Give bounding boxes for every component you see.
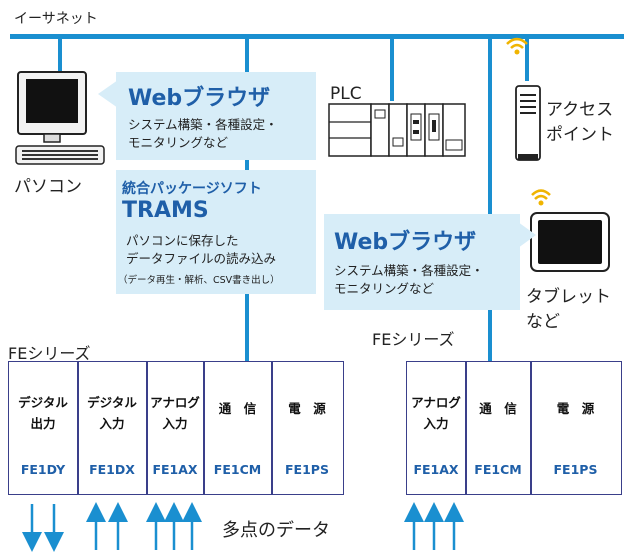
module-name: デジタル 入力 bbox=[87, 395, 137, 431]
drop-plc bbox=[390, 39, 394, 101]
module-divider bbox=[146, 362, 148, 494]
fe-series-left: デジタル 出力 FE1DY デジタル 入力 FE1DX アナログ 入力 FE1A… bbox=[8, 361, 344, 495]
module-code: FE1CM bbox=[213, 462, 262, 477]
access-point-label-1: アクセス bbox=[546, 100, 614, 120]
browser-line-1-tablet: システム構築・各種設定・ bbox=[334, 263, 484, 278]
trams-title: TRAMS bbox=[122, 198, 209, 223]
wifi-icon-access-point bbox=[506, 37, 528, 55]
module-name: 電 源 bbox=[288, 401, 326, 416]
drop-pc bbox=[58, 39, 62, 75]
drop-right-series bbox=[488, 39, 492, 361]
module-fe1ax: アナログ 入力 FE1AX bbox=[407, 362, 465, 494]
module-code: FE1AX bbox=[152, 462, 198, 477]
pc-icon bbox=[15, 71, 105, 165]
multipoint-data-label: 多点のデータ bbox=[222, 520, 330, 541]
browser-line-2-tablet: モニタリングなど bbox=[334, 281, 435, 296]
module-divider bbox=[77, 362, 79, 494]
trams-note: （データ再生・解析、CSV書き出し） bbox=[118, 275, 280, 286]
browser-callout-pc bbox=[116, 72, 316, 160]
module-fe1ps: 電 源 FE1PS bbox=[531, 362, 620, 494]
module-divider bbox=[530, 362, 532, 494]
module-divider bbox=[465, 362, 467, 494]
trams-callout bbox=[116, 170, 316, 294]
module-code: FE1DX bbox=[89, 462, 135, 477]
series-label-right: FEシリーズ bbox=[372, 330, 455, 349]
module-fe1dx: デジタル 入力 FE1DX bbox=[78, 362, 146, 494]
module-code: FE1AX bbox=[413, 462, 459, 477]
wifi-icon-tablet bbox=[531, 189, 551, 206]
browser-line-2-pc: モニタリングなど bbox=[128, 135, 229, 150]
tablet-label-1: タブレット bbox=[526, 287, 611, 307]
trams-subtitle: 統合パッケージソフト bbox=[122, 181, 262, 197]
pc-label: パソコン bbox=[14, 177, 82, 197]
access-point-icon bbox=[515, 85, 541, 161]
module-name: アナログ 入力 bbox=[150, 395, 200, 431]
module-code: FE1CM bbox=[474, 462, 522, 477]
browser-title-pc: Webブラウザ bbox=[128, 86, 271, 111]
module-divider bbox=[271, 362, 273, 494]
data-arrows bbox=[22, 502, 464, 552]
module-name: デジタル 出力 bbox=[18, 395, 68, 431]
trams-line-2: データファイルの読み込み bbox=[126, 251, 277, 266]
module-name: 電 源 bbox=[556, 401, 595, 416]
module-name: アナログ 入力 bbox=[411, 395, 461, 431]
callout-pointer bbox=[98, 80, 118, 108]
module-fe1dy: デジタル 出力 FE1DY bbox=[9, 362, 77, 494]
module-name: 通 信 bbox=[479, 401, 517, 416]
browser-line-1-pc: システム構築・各種設定・ bbox=[128, 117, 278, 132]
browser-title-tablet: Webブラウザ bbox=[334, 230, 477, 255]
module-code: FE1DY bbox=[20, 462, 66, 477]
series-label-left: FEシリーズ bbox=[8, 344, 91, 363]
tablet-label-2: など bbox=[526, 312, 560, 332]
module-divider bbox=[203, 362, 205, 494]
ethernet-bus bbox=[10, 34, 624, 39]
drop-access-point bbox=[525, 39, 529, 81]
plc-label: PLC bbox=[330, 84, 362, 104]
module-fe1cm: 通 信 FE1CM bbox=[204, 362, 271, 494]
fe-series-right: アナログ 入力 FE1AX 通 信 FE1CM 電 源 FE1PS bbox=[406, 361, 622, 495]
module-fe1ax: アナログ 入力 FE1AX bbox=[147, 362, 203, 494]
module-code: FE1PS bbox=[285, 462, 329, 477]
module-fe1cm: 通 信 FE1CM bbox=[466, 362, 530, 494]
ethernet-label: イーサネット bbox=[14, 11, 98, 27]
access-point-label-2: ポイント bbox=[546, 125, 614, 145]
tablet-icon bbox=[530, 212, 610, 272]
module-fe1ps: 電 源 FE1PS bbox=[272, 362, 342, 494]
callout-pointer bbox=[518, 222, 536, 248]
module-name: 通 信 bbox=[218, 401, 257, 416]
plc-icon bbox=[328, 103, 466, 157]
browser-callout-tablet bbox=[324, 214, 520, 310]
trams-line-1: パソコンに保存した bbox=[126, 233, 239, 248]
module-code: FE1PS bbox=[553, 462, 598, 477]
